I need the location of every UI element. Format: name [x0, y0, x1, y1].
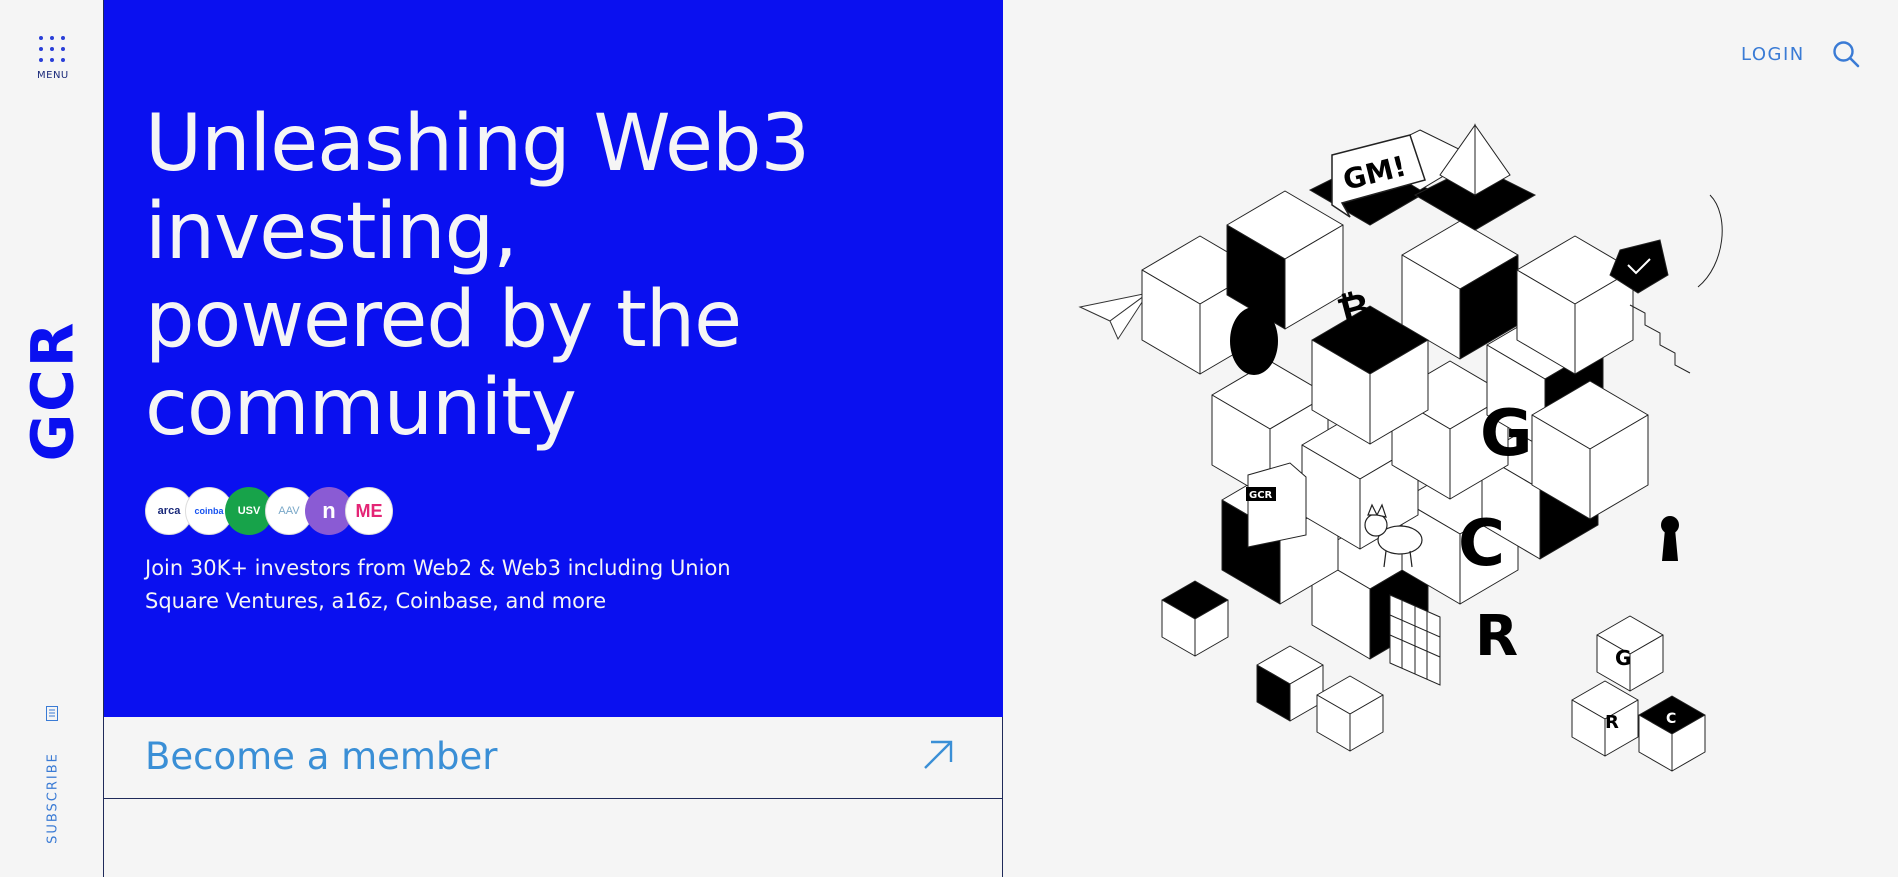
- svg-text:G: G: [1480, 397, 1533, 471]
- become-member-link[interactable]: Become a member: [104, 717, 1003, 799]
- arca-logo: arca: [145, 487, 193, 535]
- subscribe-label: SUBSCRIBE: [45, 752, 61, 844]
- search-icon[interactable]: [1832, 40, 1860, 68]
- hero-title-line: community: [145, 363, 577, 453]
- hero-section: Unleashing Web3 investing, powered by th…: [104, 0, 1003, 717]
- investor-logos: arca coinba USV AAV n ME: [145, 487, 393, 535]
- hero-title-line: investing,: [145, 187, 518, 277]
- file-icon: GCR: [1246, 462, 1307, 548]
- isometric-cubes-illustration: ₿ G C R GCR: [1078, 123, 1723, 772]
- pyramid-icon: [1439, 123, 1511, 196]
- hero-description: Join 30K+ investors from Web2 & Web3 inc…: [145, 556, 731, 613]
- menu-label: MENU: [37, 70, 69, 81]
- gcr-logo-text: GCR: [18, 320, 86, 462]
- shield-icon: [1609, 239, 1669, 294]
- svg-text:R: R: [1475, 604, 1518, 669]
- svg-text:C: C: [1666, 711, 1676, 727]
- hero-title-line: powered by the: [145, 275, 742, 365]
- grid-menu-icon: [37, 36, 67, 62]
- login-link[interactable]: LOGIN: [1741, 44, 1805, 65]
- hero-title: Unleashing Web3 investing, powered by th…: [145, 100, 865, 452]
- svg-text:GCR: GCR: [1249, 490, 1273, 501]
- magic-eden-logo: ME: [345, 487, 393, 535]
- lower-panel: [104, 799, 1003, 877]
- menu-button[interactable]: MENU: [37, 36, 69, 81]
- gcr-logo[interactable]: GCR: [18, 318, 86, 464]
- keyhole-icon: [1661, 516, 1679, 561]
- svg-text:G: G: [1615, 646, 1631, 670]
- become-member-label: Become a member: [145, 735, 498, 778]
- svg-text:C: C: [1458, 507, 1505, 581]
- hero-title-line: Unleashing Web3: [145, 99, 810, 189]
- newsletter-icon: [46, 706, 58, 721]
- paper-plane-icon: [1078, 292, 1149, 341]
- arrow-up-right-icon: [924, 740, 953, 769]
- subscribe-button[interactable]: SUBSCRIBE: [40, 700, 66, 845]
- grid-window-icon: [1389, 594, 1441, 686]
- left-rail: MENU GCR SUBSCRIBE: [0, 0, 104, 877]
- svg-text:R: R: [1605, 712, 1619, 733]
- shiba-dog-icon: [1364, 503, 1423, 568]
